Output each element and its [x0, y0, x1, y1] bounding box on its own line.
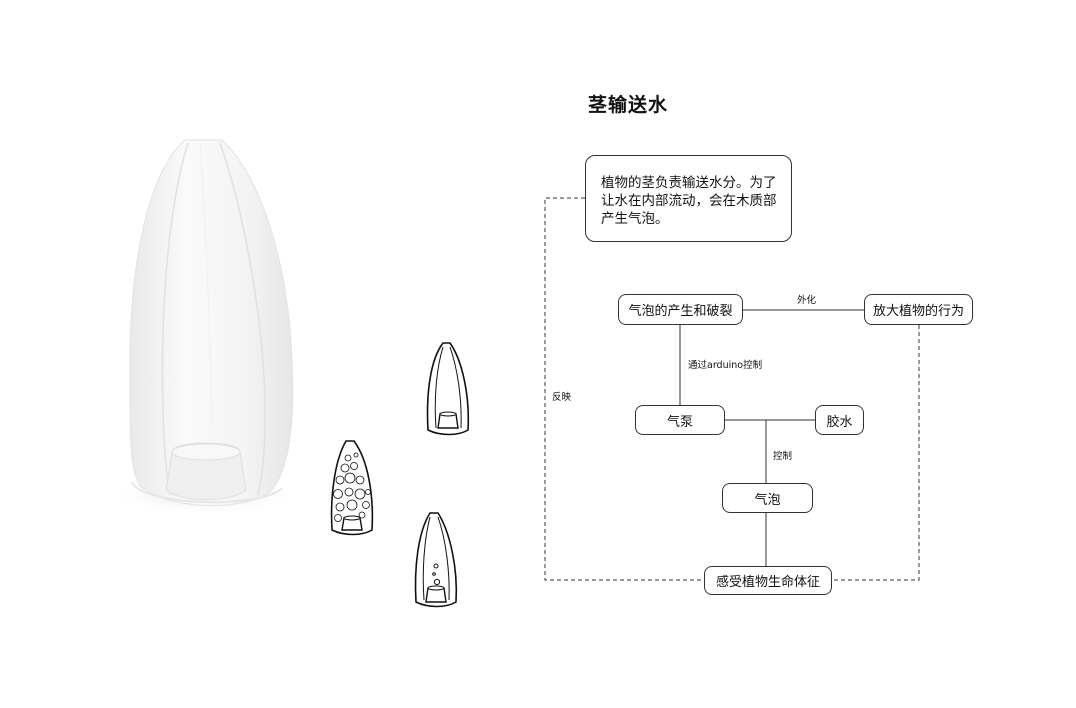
pod-sketch-empty	[426, 342, 470, 436]
description-note: 植物的茎负责输送水分。为了让水在内部流动，会在木质部产生气泡。	[585, 155, 792, 242]
node-amplify-behavior: 放大植物的行为	[864, 294, 973, 325]
pod-sketch-illustrations	[330, 342, 470, 608]
node-sense-vitals: 感受植物生命体征	[704, 566, 832, 595]
label-via-arduino: 通过arduino控制	[688, 360, 763, 371]
page-title: 茎输送水	[588, 94, 669, 116]
node-bubble: 气泡	[722, 483, 813, 513]
pod-render-large	[110, 139, 300, 513]
label-feedback: 反映	[552, 392, 572, 403]
label-control: 控制	[773, 451, 793, 462]
pod-sketch-pebbles	[330, 440, 374, 536]
label-externalize: 外化	[797, 295, 817, 306]
pod-sketch-bubbles	[414, 512, 458, 608]
node-bubble-formation: 气泡的产生和破裂	[618, 294, 743, 325]
node-air-pump: 气泵	[635, 405, 725, 435]
node-glue: 胶水	[815, 405, 864, 435]
